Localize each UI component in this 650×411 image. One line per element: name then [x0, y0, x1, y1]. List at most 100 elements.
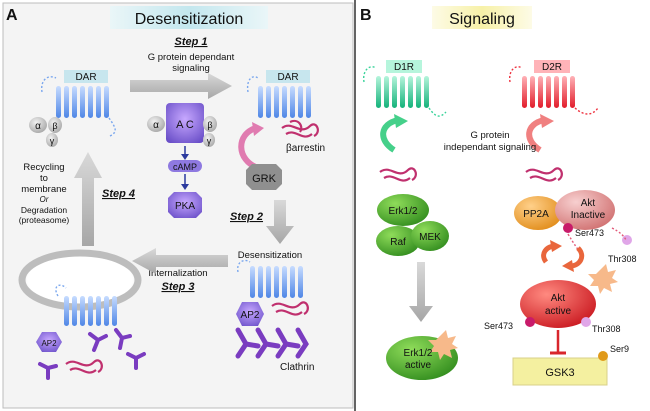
- panel-a: A Desensitization Step 1 G protein depen…: [2, 2, 354, 409]
- d1r-label-box: [386, 60, 422, 73]
- internalization-label: Internalization: [148, 268, 207, 279]
- adenylyl-cyclase: α A C β γ cAMP PKA: [147, 103, 217, 218]
- thr308-dotted-link: [611, 227, 627, 241]
- d2r-extracellular-tail: [508, 66, 523, 83]
- gsk3-box: [512, 357, 608, 386]
- degradation-line1: Degradation: [21, 205, 68, 215]
- recycling-line3: membrane: [21, 184, 66, 195]
- step3-label: Step 3: [161, 281, 194, 293]
- clathrin-lattice: [235, 327, 309, 359]
- camp-box: [168, 160, 202, 172]
- thr308-phospho-top: [622, 235, 632, 245]
- panel-a-title: Desensitization: [135, 11, 244, 28]
- g-gamma-center: [203, 133, 215, 147]
- ser473-phospho-bottom: [525, 317, 535, 327]
- ap2-label-free: AP2: [41, 339, 57, 348]
- step1-arrow: [130, 73, 232, 99]
- akt-active-blob: [520, 280, 596, 328]
- erk12-label: Erk1/2: [389, 206, 418, 217]
- gsk3-complex: GSK3 Ser9: [512, 344, 629, 386]
- gprotein-independent-line1: G protein: [470, 130, 509, 141]
- panel-b-title-box: [432, 6, 532, 29]
- d2r-receptor: D2R: [508, 60, 599, 115]
- gprotein-independent-line2: independant signaling: [444, 142, 536, 153]
- step3-arrow: [132, 248, 228, 274]
- panel-b: B Signaling D1R D2R: [360, 6, 637, 386]
- ser473-bottom-label: Ser473: [484, 321, 513, 331]
- d2r-helices: [522, 76, 575, 108]
- step2-arrow: [266, 200, 294, 244]
- g-gamma-center-label: γ: [207, 136, 212, 146]
- ac-label: A C: [176, 119, 194, 131]
- mek-label: MEK: [419, 232, 441, 243]
- erk-active: Erk1/2 active: [386, 330, 458, 380]
- d2r-label: D2R: [542, 62, 562, 73]
- g-alpha-left-label: α: [35, 121, 41, 132]
- desensitization-label: Desensitization: [238, 250, 302, 261]
- d1r-label: D1R: [394, 62, 414, 73]
- erk-active-line1: Erk1/2: [404, 348, 433, 359]
- akt-active-line2: active: [545, 306, 572, 317]
- camp-label: cAMP: [173, 162, 197, 172]
- barrestin-label: βarrestin: [286, 143, 325, 154]
- mek-blob: [411, 221, 449, 251]
- ap2-label-desensitized: AP2: [241, 310, 260, 321]
- arrestin-protein-desensitized: [271, 301, 309, 316]
- akt-inactive-line2: Inactive: [571, 210, 606, 221]
- d2r-signal-curved-arrow: [526, 117, 545, 153]
- desensitized-receptor: Desensitization AP2: [235, 250, 314, 373]
- akt-cycle-arrows: [541, 240, 618, 294]
- dar-receptor-right: DAR βarrestin GRK: [238, 70, 325, 190]
- panel-b-title: Signaling: [449, 11, 515, 28]
- dar-right-extracellular-tail: [246, 76, 259, 93]
- d2r-label-box: [534, 60, 570, 73]
- erk-complex: Erk1/2 Raf MEK: [376, 194, 449, 256]
- free-clathrin-triskelions: [38, 328, 146, 380]
- g-beta-left: [48, 117, 62, 133]
- dar-right-helices: [258, 86, 311, 118]
- d1r-extracellular-tail: [362, 66, 377, 83]
- d1r-signal-curved-arrow: [380, 117, 399, 153]
- recycling-line1: Recycling: [23, 162, 64, 173]
- internalized-vesicle: AP2: [18, 249, 146, 380]
- akt-phospho-burst: [588, 264, 618, 294]
- arrestin-protein-d1r: [379, 167, 417, 182]
- pp2a-label: PP2A: [523, 209, 549, 220]
- dar-label-right: DAR: [277, 72, 298, 83]
- g-alpha-center: [147, 116, 165, 132]
- akt-active-line1: Akt: [551, 293, 566, 304]
- erk-activation-arrow: [409, 262, 433, 322]
- dar-receptor-left: DAR α β γ: [29, 70, 116, 147]
- panel-a-title-box: [110, 6, 268, 29]
- g-beta-center: [203, 116, 217, 132]
- raf-blob: [376, 226, 420, 256]
- grk-label: GRK: [252, 173, 277, 185]
- vesicle-receptor-helices: [64, 296, 117, 326]
- g-gamma-left: [46, 133, 58, 147]
- arrestin-protein-d2r: [525, 167, 563, 182]
- dar-left-intracellular-tail: [108, 117, 116, 137]
- step1-note-line2: signaling: [172, 63, 210, 74]
- free-arrestin-protein: [65, 359, 103, 374]
- ap2-hexagon-desensitized: [236, 302, 264, 326]
- d1r-receptor: D1R: [362, 60, 447, 117]
- erk-active-line2: active: [405, 360, 432, 371]
- pp2a-blob: [514, 196, 562, 230]
- thr308-bottom-label: Thr308: [592, 324, 621, 334]
- pka-label: PKA: [175, 201, 195, 212]
- gsk3-label: GSK3: [545, 367, 574, 379]
- g-beta-left-label: β: [52, 121, 57, 131]
- akt-active-complex: Akt active Ser473 Thr308: [484, 280, 621, 334]
- erk12-blob: [377, 194, 429, 226]
- g-alpha-left: [29, 117, 47, 133]
- dar-label-left: DAR: [75, 72, 96, 83]
- clathrin-label: Clathrin: [280, 362, 314, 373]
- g-gamma-left-label: γ: [50, 136, 55, 146]
- akt-inactive-line1: Akt: [581, 198, 596, 209]
- pka-octagon: [168, 192, 202, 218]
- step4-arrow: [74, 152, 102, 246]
- or-label: Or: [40, 195, 49, 204]
- ap2-hexagon-free: [36, 332, 62, 352]
- dar-label-left-box: [64, 70, 108, 83]
